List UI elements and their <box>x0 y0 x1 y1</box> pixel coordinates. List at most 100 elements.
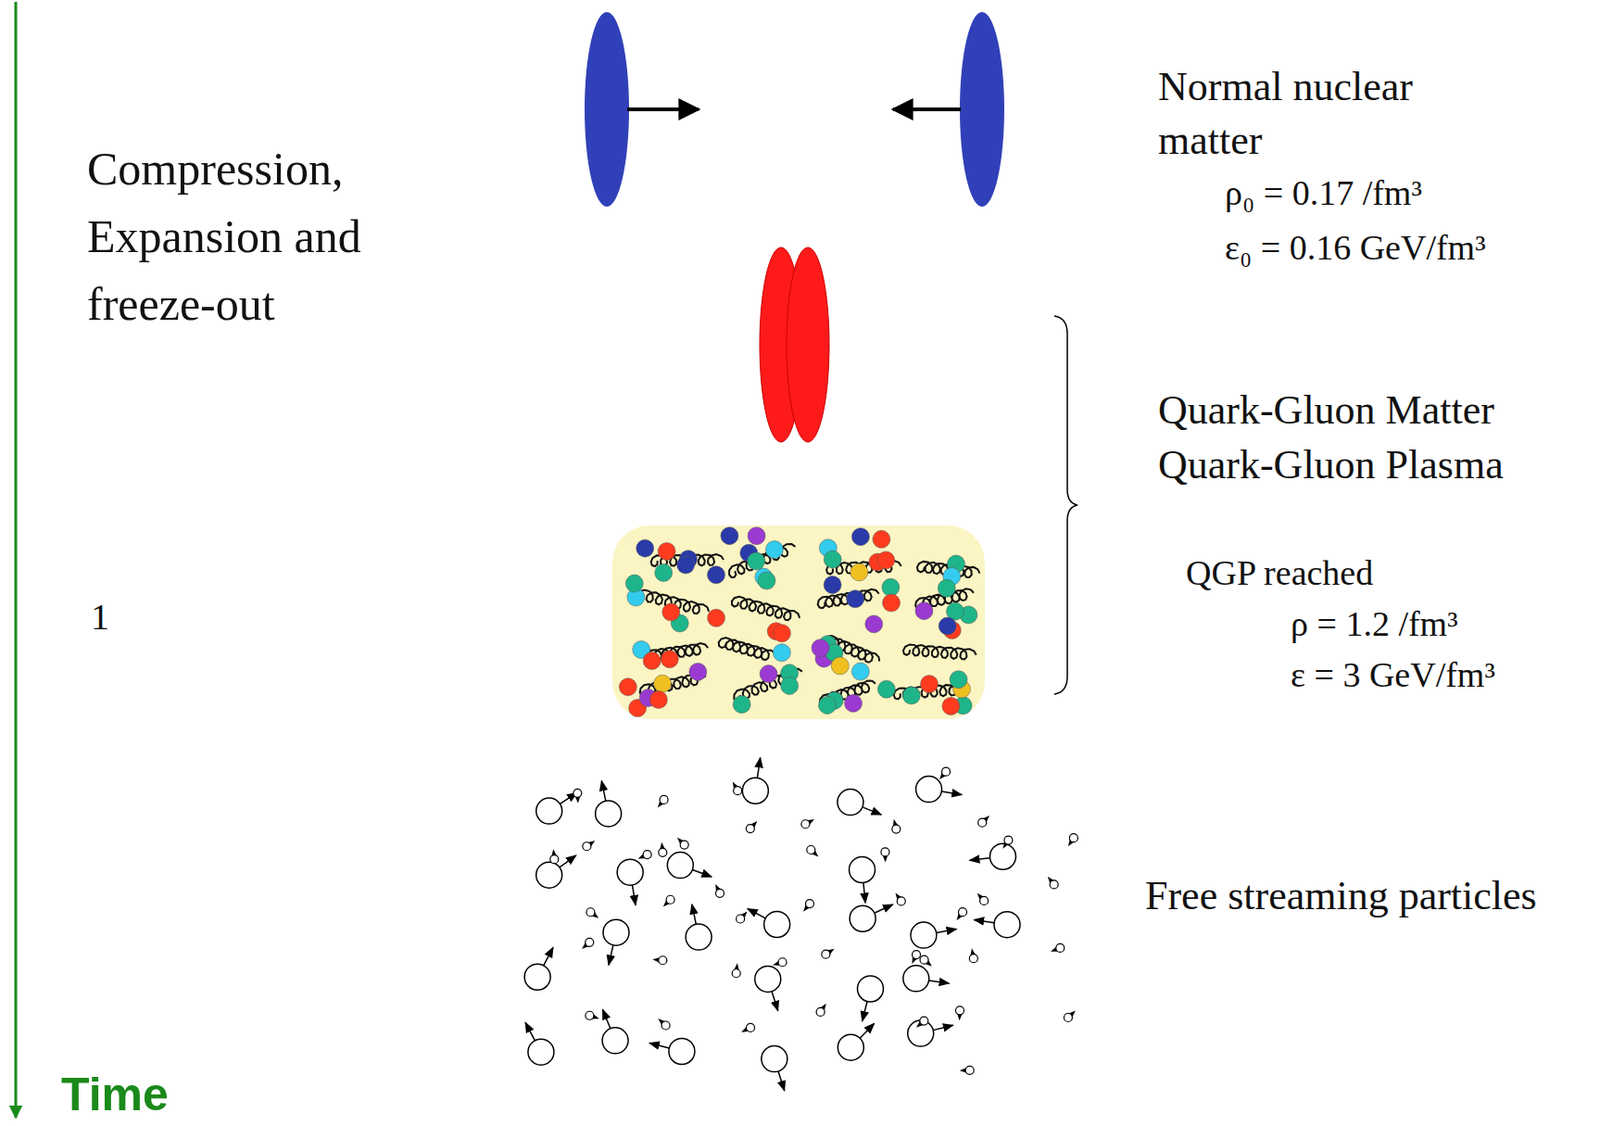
hadron <box>536 855 577 888</box>
quark <box>649 690 668 708</box>
hadron <box>536 792 578 824</box>
quark <box>747 527 766 545</box>
light-particle <box>657 794 668 807</box>
hadron <box>761 1045 788 1091</box>
light-particle <box>919 955 933 967</box>
light-particle <box>741 1022 755 1032</box>
quark <box>662 603 681 621</box>
light-particle <box>638 850 652 859</box>
light-particle <box>881 847 890 862</box>
quark <box>902 686 920 705</box>
light-particle <box>978 815 990 827</box>
quark <box>689 662 707 681</box>
gluon <box>818 589 880 608</box>
light-particle <box>969 947 978 962</box>
quark <box>846 590 865 608</box>
quark <box>881 578 900 596</box>
light-particle <box>1068 833 1078 847</box>
hadron <box>742 757 769 805</box>
quark <box>618 678 637 696</box>
quark <box>915 602 933 620</box>
quark <box>720 527 739 545</box>
hadron <box>973 911 1021 938</box>
quark <box>882 593 901 612</box>
quark <box>765 541 783 559</box>
hadron <box>525 1021 555 1065</box>
density-value: ρ = 1.2 /fm³ <box>1290 604 1459 645</box>
light-particle <box>745 820 757 833</box>
stage-label: Quark-Gluon Matter <box>1158 387 1495 435</box>
light-particle <box>550 848 559 863</box>
quark <box>942 696 960 715</box>
quark <box>850 563 869 581</box>
hadron <box>602 1008 629 1053</box>
quark <box>844 693 862 712</box>
bracket <box>1054 315 1078 694</box>
light-particle <box>586 907 599 919</box>
light-particle <box>736 910 748 923</box>
hadron <box>649 1037 695 1064</box>
light-particle <box>1063 1009 1075 1021</box>
light-particle <box>956 907 967 920</box>
quark <box>811 639 830 657</box>
nucleus <box>584 12 630 207</box>
hadron <box>970 843 1017 870</box>
qgp-region <box>612 525 985 719</box>
quark <box>865 615 883 633</box>
hadron <box>667 852 712 879</box>
light-particle <box>1047 876 1059 889</box>
hadron <box>849 856 876 903</box>
quark <box>937 579 956 597</box>
light-particle <box>1050 943 1065 952</box>
stage-label: Free streaming particles <box>1145 872 1538 920</box>
hadron <box>907 1020 954 1046</box>
quark <box>877 680 895 698</box>
hadron <box>916 776 963 803</box>
hadron <box>837 789 882 816</box>
light-particle <box>955 1006 964 1021</box>
quark <box>920 675 939 693</box>
quark <box>823 550 842 568</box>
stage-label: Quark-Gluon Plasma <box>1158 441 1504 490</box>
stage-label: Normal nuclear matter <box>1158 60 1464 168</box>
quark <box>757 571 776 590</box>
time-axis <box>14 1 18 1118</box>
density-value: ρ₀ = 0.17 /fm³ <box>1224 173 1423 215</box>
quark <box>642 651 661 669</box>
hadron <box>849 904 894 932</box>
light-particle <box>657 1018 670 1030</box>
quark <box>818 695 836 714</box>
gluon <box>903 643 977 659</box>
hadron <box>856 975 883 1021</box>
light-particle <box>677 837 689 849</box>
axis-label: Time <box>61 1068 169 1122</box>
quark <box>654 674 672 693</box>
stage-title: Compression, Expansion and freeze-out <box>87 135 430 339</box>
light-particle <box>806 844 819 857</box>
quark <box>938 617 957 635</box>
gluon <box>718 637 777 660</box>
light-particle <box>731 962 741 977</box>
quark <box>657 541 676 560</box>
light-particle <box>585 1010 600 1020</box>
callout-number: 1 <box>90 595 110 639</box>
quark <box>636 539 655 557</box>
quark <box>706 566 725 584</box>
motion-arrow <box>627 107 699 112</box>
energy-density-value: ε = 3 GeV/fm³ <box>1290 655 1496 696</box>
light-particle <box>894 892 906 906</box>
light-particle <box>582 840 596 851</box>
light-particle <box>916 1016 929 1028</box>
quark <box>707 608 726 627</box>
quark <box>732 694 751 713</box>
hadron <box>837 1022 874 1060</box>
quark <box>823 576 842 594</box>
light-particle <box>573 788 582 803</box>
light-particle <box>772 957 787 967</box>
hadron <box>595 781 622 827</box>
qgp-particles <box>618 527 980 718</box>
light-particle <box>816 1003 827 1017</box>
motion-arrow <box>893 107 961 112</box>
quark <box>949 670 968 689</box>
